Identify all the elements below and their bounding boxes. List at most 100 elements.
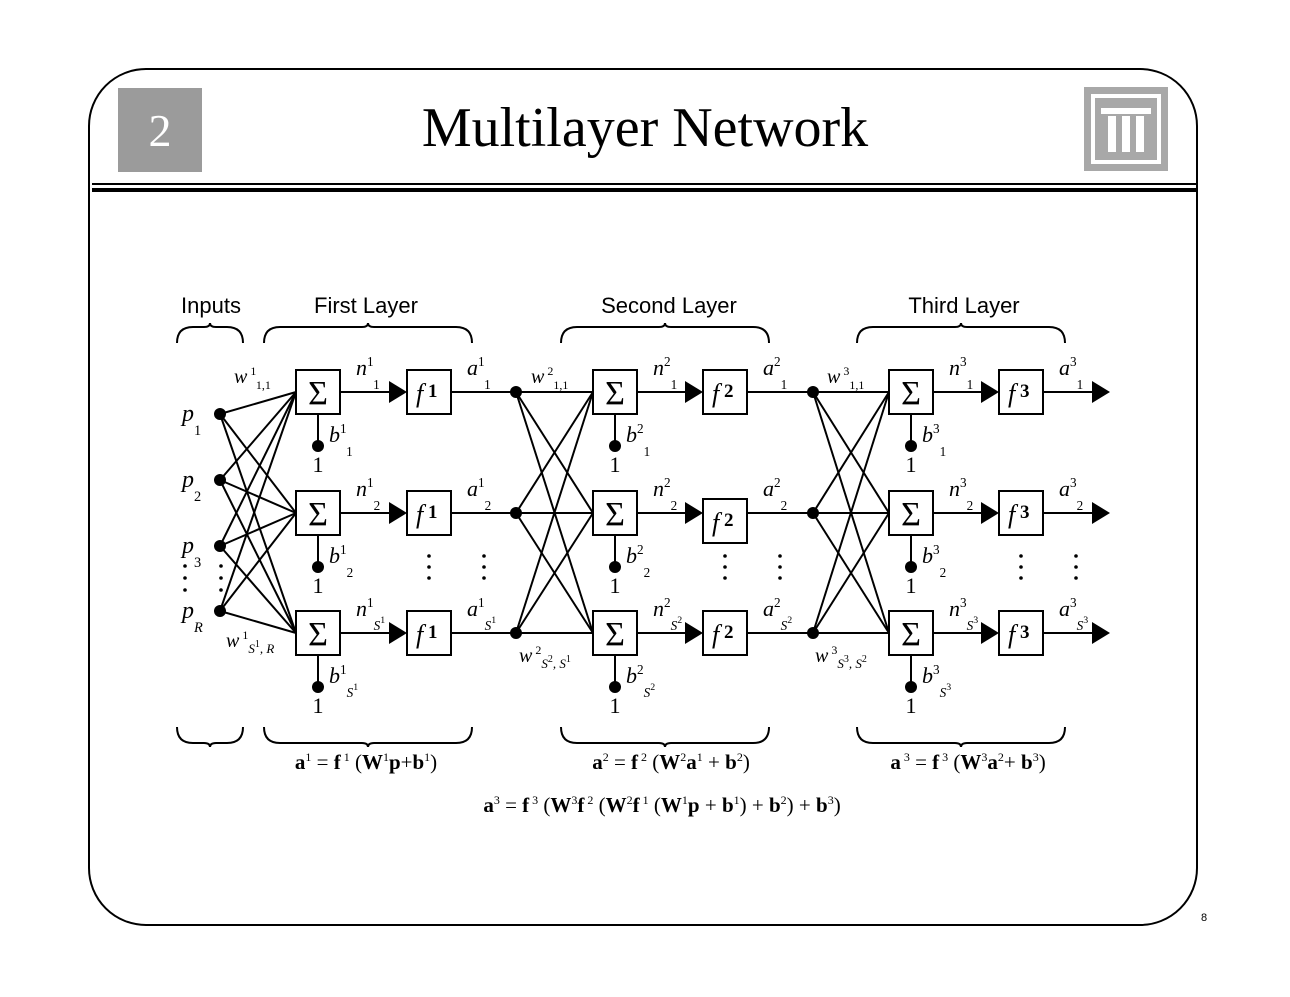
transfer-label: f 2 <box>712 508 733 537</box>
input-node-3 <box>214 605 226 617</box>
row-ellipsis-dot <box>778 576 782 580</box>
weight-label-bottom-2: w 2S2, S1 <box>519 643 571 671</box>
chapter-number: 2 <box>118 88 202 172</box>
transfer-node-1-0 <box>406 369 452 415</box>
weight-line-1-1-1 <box>219 479 297 514</box>
slide-frame <box>88 68 1198 926</box>
bias-label-2-0: b21 <box>626 421 650 459</box>
sum-symbol: Σ <box>901 375 921 412</box>
net-input-arrow-icon <box>685 622 703 644</box>
row-ellipsis-dot <box>1074 565 1078 569</box>
input-ellipsis-dot <box>219 564 223 568</box>
weight-line-1-3-2 <box>219 610 297 634</box>
input-ellipsis-dot <box>183 588 187 592</box>
row-ellipsis-dot <box>723 554 727 558</box>
bias-node-3-0 <box>905 440 917 452</box>
bias-node-1-2 <box>312 681 324 693</box>
bias-input-one: 1 <box>610 452 621 477</box>
weight-line-3-2-0 <box>812 391 890 634</box>
transfer-node-1-1 <box>406 490 452 536</box>
weight-label-bottom-3: w 3S3, S2 <box>815 643 867 671</box>
output-node-2-2 <box>807 627 819 639</box>
bias-input-one: 1 <box>313 452 324 477</box>
output-arrow-icon <box>1092 381 1110 403</box>
row-ellipsis-dot <box>778 554 782 558</box>
bias-node-2-2 <box>609 681 621 693</box>
bias-input-one: 1 <box>906 573 917 598</box>
output-label-3-1: a32 <box>1059 475 1083 513</box>
output-node-1-1 <box>510 507 522 519</box>
bias-input-one: 1 <box>906 693 917 718</box>
equation-full-network: a3 = f 3 (W3f 2 (W2f 1 (W1p + b1) + b2) … <box>483 793 840 817</box>
bottom-brace-1 <box>263 726 473 748</box>
bias-label-1-0: b11 <box>329 421 353 459</box>
transfer-node-3-0 <box>998 369 1044 415</box>
row-ellipsis-dot <box>1019 576 1023 580</box>
header-second-layer: Second Layer <box>601 293 737 318</box>
output-label-1-2: a1S1 <box>467 595 496 633</box>
header-third-layer: Third Layer <box>908 293 1019 318</box>
weight-label-top-1: w 11,1 <box>234 364 271 392</box>
sum-symbol: Σ <box>605 496 625 533</box>
top-brace-2 <box>560 322 770 344</box>
weight-line-1-0-0 <box>219 391 297 415</box>
header-inputs: Inputs <box>181 293 241 318</box>
institution-logo-icon <box>1084 87 1168 171</box>
top-brace-1 <box>263 322 473 344</box>
bias-label-3-1: b32 <box>922 542 946 580</box>
weight-line-1-0-1 <box>219 413 297 514</box>
title-rule-thin <box>92 183 1198 185</box>
sum-symbol: Σ <box>308 375 328 412</box>
transfer-label: f 2 <box>712 379 733 408</box>
output-node-1-0 <box>510 386 522 398</box>
row-ellipsis-dot <box>482 576 486 580</box>
row-ellipsis-dot <box>1074 554 1078 558</box>
input-ellipsis-dot <box>219 576 223 580</box>
input-ellipsis-dot <box>183 576 187 580</box>
weight-line-1-3-1 <box>219 512 297 612</box>
output-node-2-0 <box>807 386 819 398</box>
equation-layer-1: a1 = f 1 (W1p+b1) <box>295 750 437 774</box>
sum-symbol: Σ <box>308 616 328 653</box>
weight-line-3-2-1 <box>812 512 890 634</box>
net-input-label-2-2: n2S2 <box>653 595 682 633</box>
output-arrow-icon <box>1092 502 1110 524</box>
bias-label-1-1: b12 <box>329 542 353 580</box>
net-input-arrow-icon <box>389 622 407 644</box>
transfer-label: f 3 <box>1008 500 1029 529</box>
transfer-label: f 1 <box>416 620 437 649</box>
bias-node-1-0 <box>312 440 324 452</box>
row-ellipsis-dot <box>723 565 727 569</box>
input-label-1: p2 <box>180 467 201 505</box>
weight-label-top-2: w 21,1 <box>531 364 568 392</box>
net-input-arrow-icon <box>685 502 703 524</box>
weight-label-bottom-1: w 1S1, R <box>226 628 274 656</box>
bias-node-2-0 <box>609 440 621 452</box>
row-ellipsis-dot <box>427 554 431 558</box>
input-node-1 <box>214 474 226 486</box>
bottom-brace-3 <box>856 726 1066 748</box>
row-ellipsis-dot <box>723 576 727 580</box>
weight-line-2-2-0 <box>515 391 594 634</box>
transfer-label: f 3 <box>1008 620 1029 649</box>
transfer-label: f 3 <box>1008 379 1029 408</box>
input-node-0 <box>214 408 226 420</box>
weight-label-top-3: w 31,1 <box>827 364 864 392</box>
weight-line-1-1-0 <box>219 391 297 481</box>
row-ellipsis-dot <box>482 554 486 558</box>
net-input-label-1-2: n1S1 <box>356 595 385 633</box>
input-ellipsis-dot <box>183 564 187 568</box>
bias-label-2-2: b2S2 <box>626 662 655 700</box>
transfer-node-2-0 <box>702 369 748 415</box>
weight-line-2-2-1 <box>515 512 594 634</box>
output-node-1-2 <box>510 627 522 639</box>
net-input-label-3-1: n32 <box>949 475 973 513</box>
page-number: 8 <box>1201 912 1208 924</box>
net-input-label-2-0: n21 <box>653 354 677 392</box>
input-label-0: p1 <box>180 401 201 439</box>
bottom-brace-0 <box>176 726 244 748</box>
input-label-2: p3 <box>180 533 201 571</box>
weight-line-1-3-0 <box>219 391 297 612</box>
output-label-2-2: a2S2 <box>763 595 792 633</box>
